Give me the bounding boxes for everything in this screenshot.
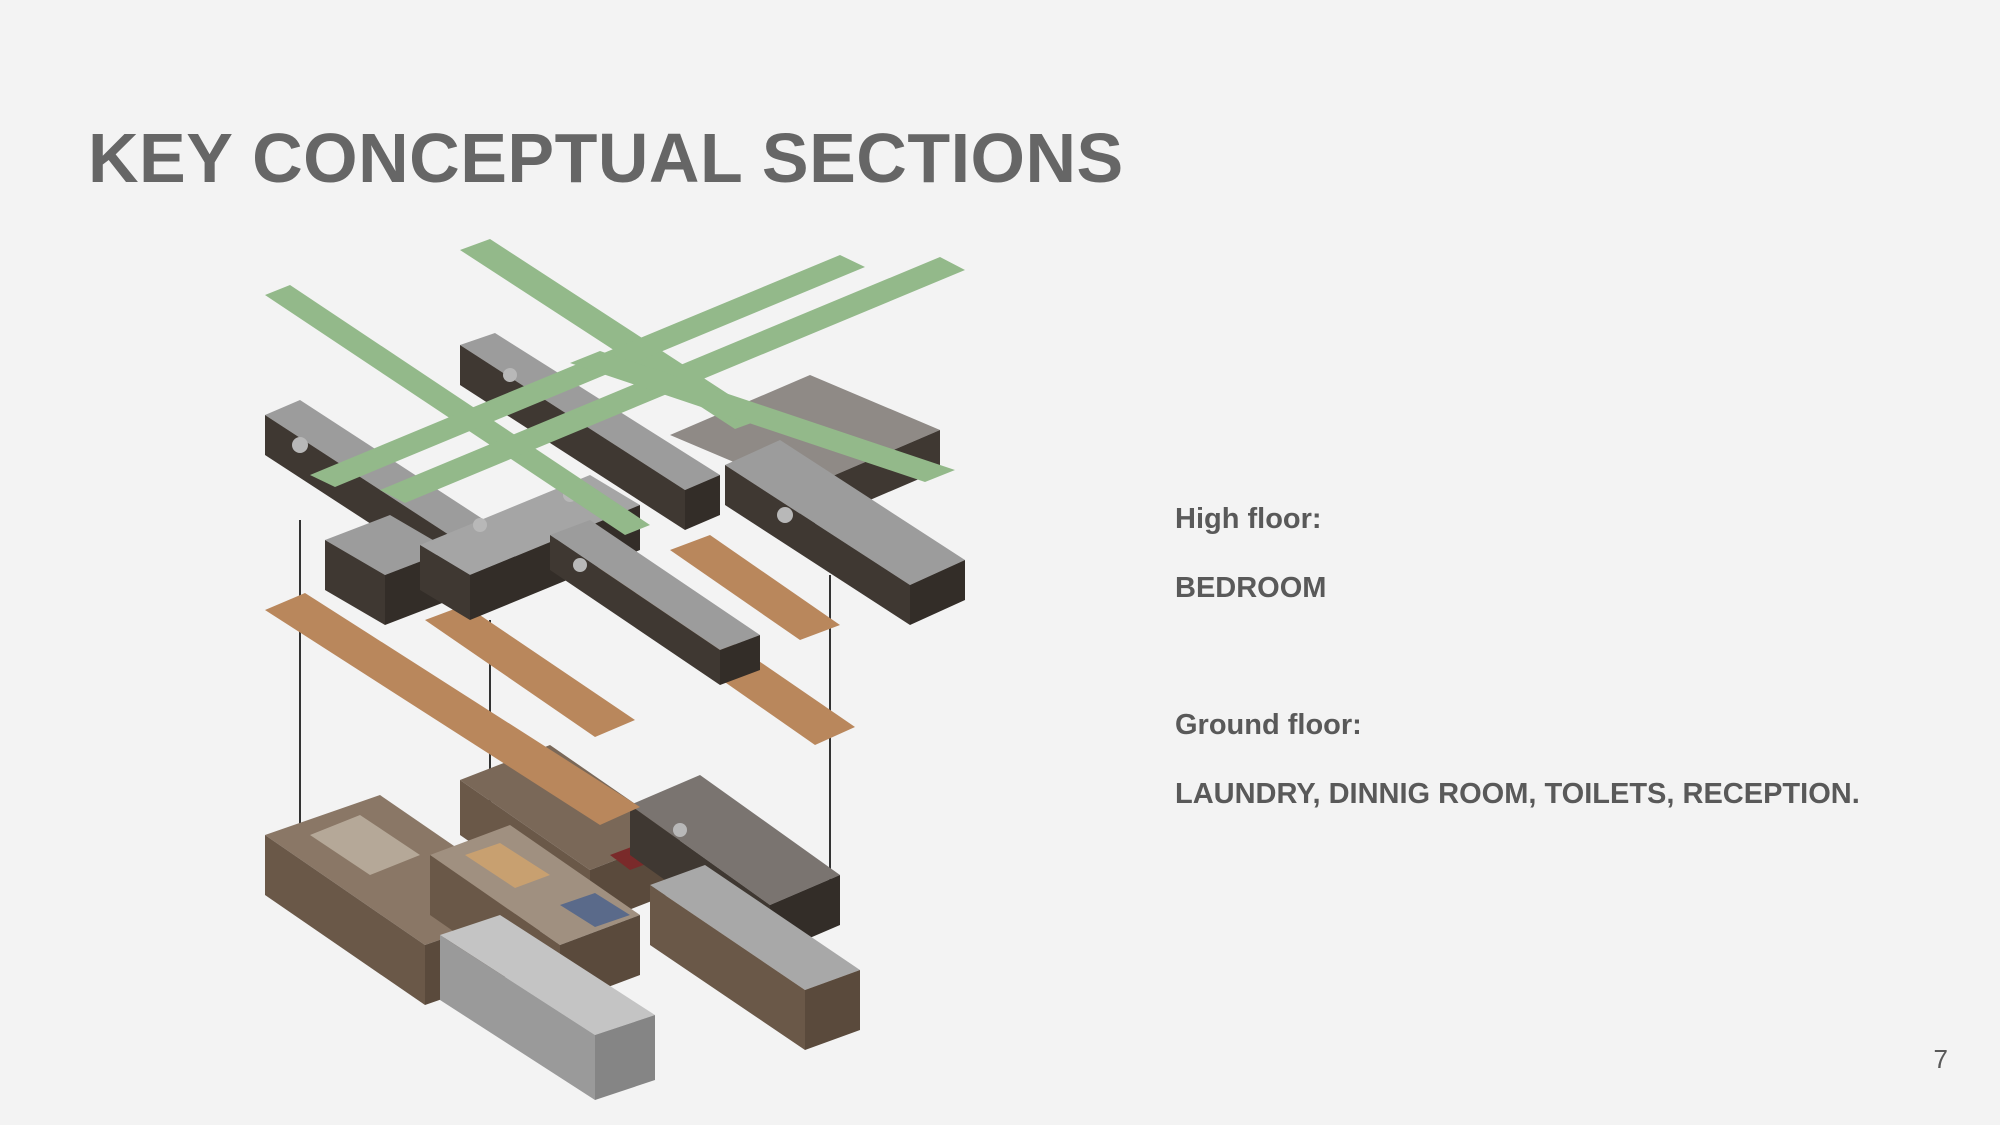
ground-module-right-lower [650,865,860,1050]
ground-floor-heading: Ground floor: [1175,709,1362,741]
slide-title: KEY CONCEPTUAL SECTIONS [88,119,1124,197]
page-number: 7 [1933,1044,1948,1074]
ground-floor-modules [265,745,860,1100]
roof-strips [265,239,965,535]
high-floor-heading: High floor: [1175,503,1322,535]
high-module-long-diagonal [550,520,760,685]
ground-floor-rooms: LAUNDRY, DINNIG ROOM, TOILETS, RECEPTION… [1175,778,1860,810]
high-module-right-long [725,440,965,625]
ground-module-gray [440,915,655,1100]
exploded-axonometric-diagram [265,239,965,1100]
high-floor-rooms: BEDROOM [1175,572,1327,604]
